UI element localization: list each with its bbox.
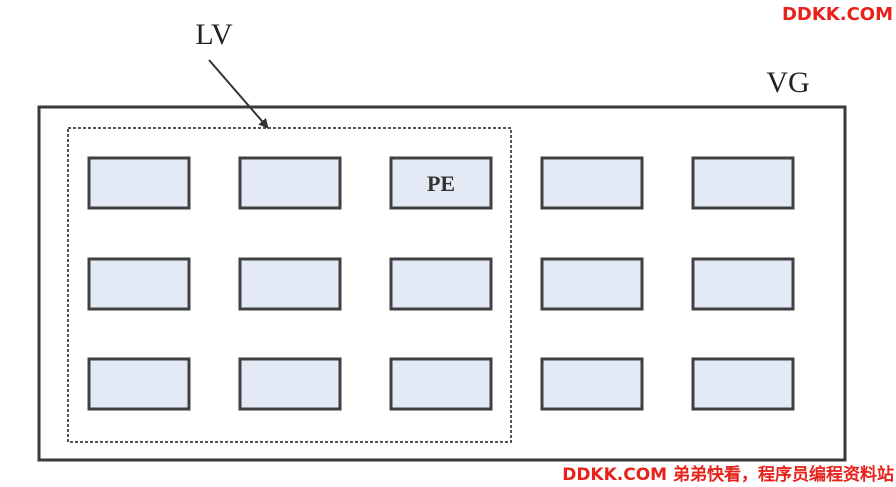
physical-extent-grid: PE xyxy=(87,156,795,411)
physical-extent-rect xyxy=(540,156,644,210)
logical-volume-box xyxy=(67,127,512,443)
physical-extent-rect xyxy=(238,357,342,411)
physical-extent-rect xyxy=(540,357,644,411)
physical-extent-cell xyxy=(691,257,795,311)
physical-extent-cell xyxy=(389,357,493,411)
physical-extent-cell xyxy=(691,156,795,210)
physical-extent-rect xyxy=(238,156,342,210)
watermark-top: DDKK.COM xyxy=(781,4,893,25)
physical-extent-rect xyxy=(389,156,493,210)
vg-label: VG xyxy=(766,66,809,99)
physical-extent-cell xyxy=(87,156,191,210)
physical-extent-cell xyxy=(540,257,644,311)
physical-extent-cell xyxy=(389,257,493,311)
physical-extent-cell: PE xyxy=(389,156,493,210)
lv-label: LV xyxy=(195,18,233,51)
physical-extent-rect xyxy=(389,257,493,311)
physical-extent-rect xyxy=(691,156,795,210)
physical-extent-cell xyxy=(540,357,644,411)
physical-extent-cell xyxy=(87,357,191,411)
physical-extent-rect xyxy=(540,257,644,311)
physical-extent-rect xyxy=(87,357,191,411)
lv-pointer-arrow xyxy=(208,59,269,129)
physical-extent-cell xyxy=(540,156,644,210)
physical-extent-rect xyxy=(389,357,493,411)
physical-extent-cell xyxy=(238,357,342,411)
physical-extent-cell xyxy=(238,156,342,210)
physical-extent-rect xyxy=(691,357,795,411)
physical-extent-rect xyxy=(238,257,342,311)
physical-extent-cell xyxy=(238,257,342,311)
physical-extent-rect xyxy=(87,257,191,311)
physical-extent-rect xyxy=(87,156,191,210)
pe-label: PE xyxy=(427,171,455,196)
physical-extent-cell xyxy=(691,357,795,411)
watermark-bottom: DDKK.COM 弟弟快看，程序员编程资料站 xyxy=(562,465,894,485)
physical-extent-cell xyxy=(87,257,191,311)
physical-extent-rect xyxy=(691,257,795,311)
